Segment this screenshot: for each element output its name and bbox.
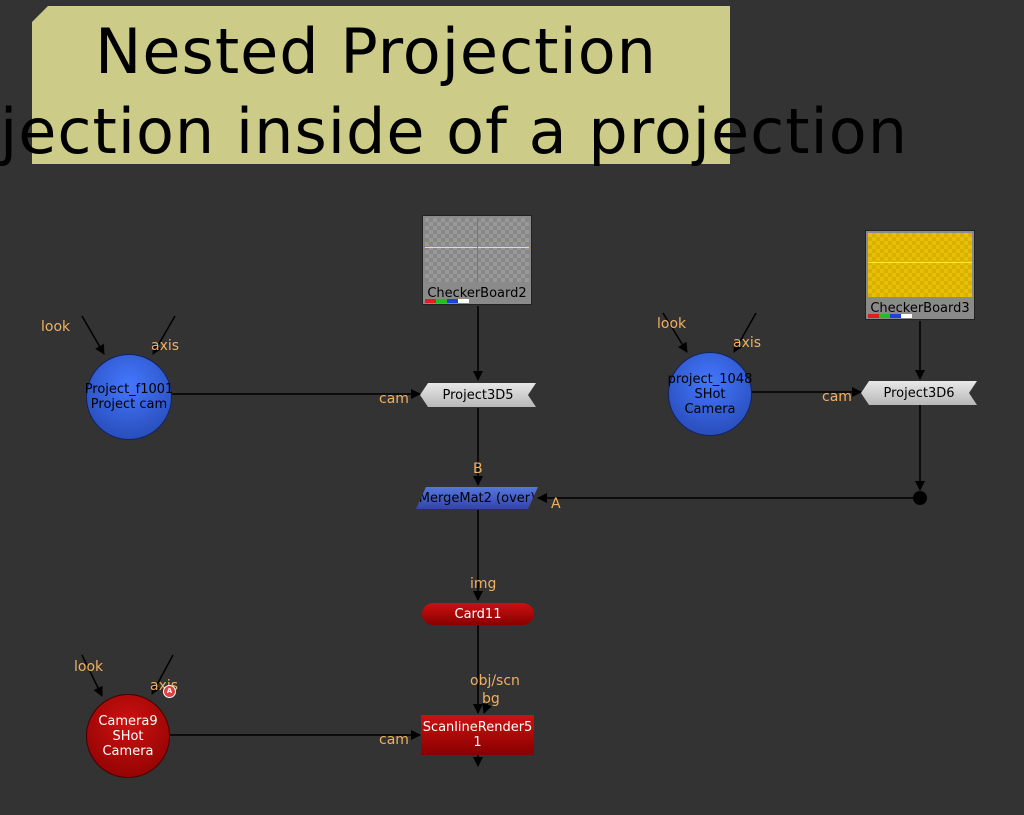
wire-bg-scanline [482,701,492,714]
pipe-label-look-f1001: look [41,319,71,335]
pipe-label-cam-project3d5: cam [379,391,409,407]
project3d5-node[interactable]: Project3D5 [420,383,536,407]
checkerboard3-label: CheckerBoard3 [870,301,970,316]
card11-node[interactable]: Card11 [422,603,534,625]
dot-node[interactable] [913,491,927,505]
checkerboard3-channels [868,314,912,318]
pipe-label-objscn: obj/scn [470,673,520,689]
pipe-label-axis-1048: axis [733,335,762,351]
checkerboard2-thumb-divider [477,218,478,282]
camera-project-1048-subtitle: SHot Camera [684,386,736,417]
pipe-label-b: B [473,461,483,477]
camera-project-1048-node[interactable]: project_1048 SHot Camera [668,352,752,436]
scanlinerender51-node[interactable]: ScanlineRender5 1 [421,715,534,755]
wire-look-f1001 [81,315,105,355]
checkerboard3-thumb-line [868,262,972,263]
pipe-label-look-camera9: look [74,659,104,675]
project3d6-node[interactable]: Project3D6 [861,381,977,405]
pipe-label-axis-f1001: axis [151,338,180,354]
backdrop-corner [32,6,48,22]
backdrop-title-line2: jection inside of a projection [0,95,908,168]
camera-project-1048-name: project_1048 [667,371,753,387]
camera-project-f1001-name: Project_f1001 [84,382,174,397]
pipe-label-img: img [470,576,497,592]
pipe-label-cam-project3d6: cam [822,389,852,405]
pipe-label-look-1048: look [657,316,687,332]
backdrop-title-line1: Nested Projection [95,15,657,88]
backdrop-node[interactable] [32,6,730,164]
camera-project-f1001-node[interactable]: Project_f1001 Project cam [84,354,174,440]
pipe-label-a: A [551,496,561,512]
camera-project-f1001-subtitle: Project cam [90,397,168,412]
axis-warning-badge-icon: A [163,685,176,698]
pipe-label-cam-scanline: cam [379,732,409,748]
camera9-subtitle: SHot Camera [102,728,154,759]
checkerboard2-channels [425,299,469,303]
wire-look-1048 [662,312,688,353]
camera9-node[interactable]: Camera9 SHot Camera [86,694,170,778]
camera9-name: Camera9 [98,713,158,729]
wire-look-camera9 [81,654,103,697]
wire-axis-1048 [733,312,757,353]
pipe-label-bg: bg [482,691,500,707]
checkerboard3-node[interactable]: CheckerBoard3 [865,230,975,320]
scanlinerender51-suffix: 1 [473,735,482,750]
checkerboard2-label: CheckerBoard2 [427,286,527,301]
wire-axis-f1001 [152,315,176,355]
scanlinerender51-name: ScanlineRender5 [422,720,533,735]
checkerboard2-node[interactable]: CheckerBoard2 [422,215,532,305]
mergemat2-node[interactable]: MergeMat2 (over) [416,487,538,509]
wire-axis-camera9 [151,654,174,695]
checkerboard3-thumbnail [868,233,972,297]
